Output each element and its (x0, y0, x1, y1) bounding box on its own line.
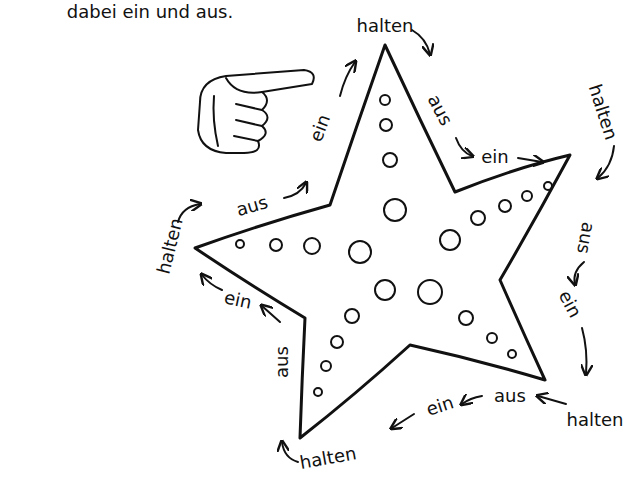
direction-arrows (178, 30, 614, 462)
instruction-text: dabei ein und aus. (67, 2, 233, 22)
breathing-step-label: ein (481, 147, 508, 167)
breathing-step-label: halten (298, 443, 358, 472)
breathing-step-label: aus (573, 221, 598, 256)
breathing-step-label: halten (357, 16, 414, 36)
starfish-outline (195, 45, 570, 438)
breathing-step-label: halten (585, 82, 621, 142)
breathing-step-label: ein (555, 287, 585, 321)
breathing-step-label: aus (234, 192, 270, 220)
breathing-step-label: halten (154, 216, 187, 276)
breathing-step-label: ein (306, 112, 334, 145)
breathing-step-label: ein (223, 287, 254, 312)
breathing-step-label: ein (424, 392, 456, 419)
breathing-step-label: aus (424, 91, 456, 128)
breathing-step-label: halten (567, 410, 624, 430)
breathing-step-label: aus (494, 386, 526, 406)
breathing-step-label: aus (272, 346, 292, 378)
starfish-spots (236, 95, 552, 396)
pointing-hand (198, 70, 314, 153)
